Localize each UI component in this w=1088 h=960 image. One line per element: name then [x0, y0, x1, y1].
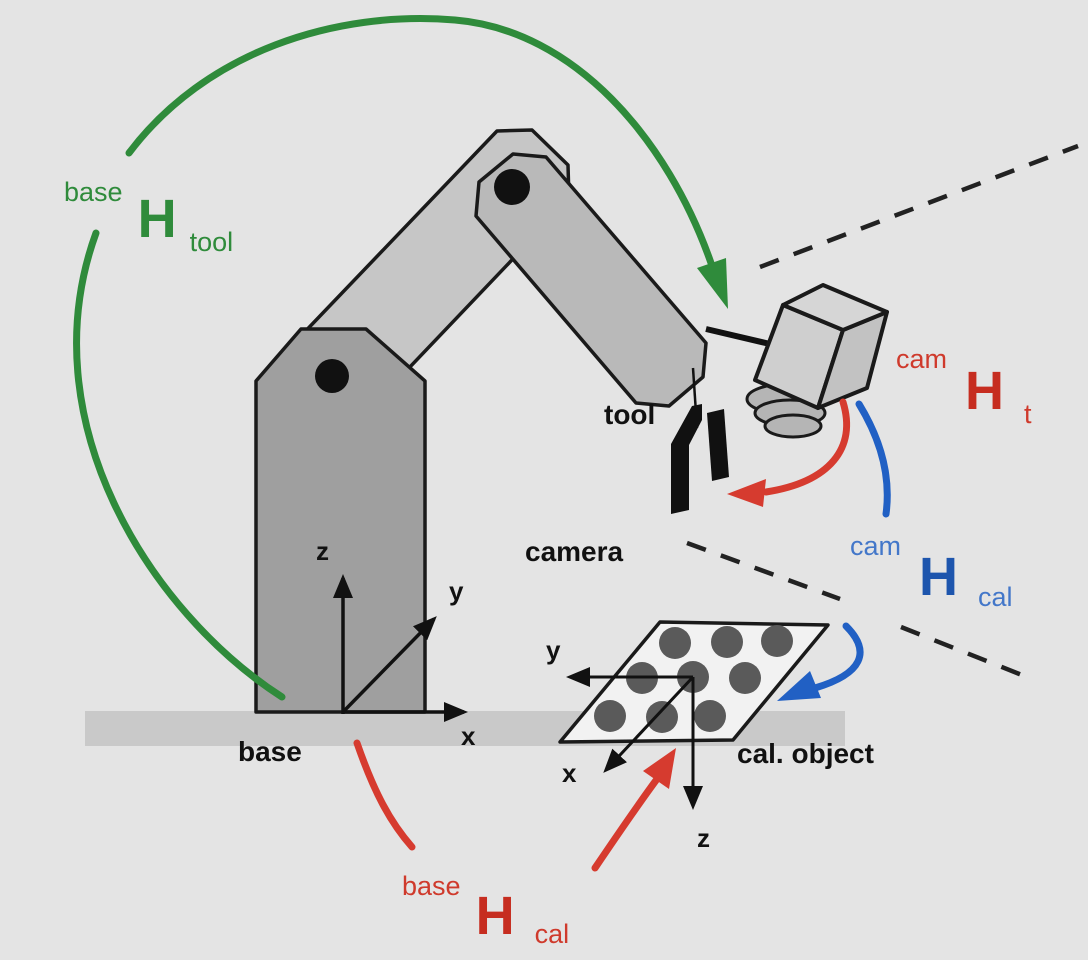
- cal-x-axis: [603, 675, 695, 773]
- calibration-plate: [558, 620, 830, 810]
- base-z-label: z: [316, 536, 329, 566]
- transform-superscript: base: [402, 871, 461, 901]
- cal-z-label: z: [697, 823, 710, 853]
- transform-label-base-H-tool: base H tool: [64, 179, 233, 256]
- calibration-dots: [594, 625, 793, 733]
- base-label: base: [238, 736, 302, 767]
- transform-superscript: cam: [850, 531, 902, 561]
- transform-subscript: tool: [189, 227, 234, 257]
- elbow-joint-dot: [494, 169, 530, 205]
- shoulder-joint-dot: [315, 359, 349, 393]
- camera-label: camera: [525, 536, 624, 567]
- camera-mount-link: [705, 326, 771, 347]
- transform-superscript: cam: [896, 344, 948, 374]
- base-coordinate-frame: [333, 574, 468, 722]
- camera-lens: [745, 382, 829, 439]
- transform-label-base-H-cal: base H cal: [402, 873, 569, 948]
- camera-fov-dashed-lines: [686, 143, 1079, 682]
- cal-coordinate-frame: [566, 667, 703, 810]
- cal-y-label: y: [546, 635, 561, 665]
- transform-H: H: [475, 886, 515, 946]
- green-arrowhead: [697, 258, 728, 309]
- camera-body: [753, 283, 889, 410]
- base-y-label: y: [449, 576, 464, 606]
- transform-subscript: cal: [978, 582, 1013, 612]
- transform-label-cam-H-t: cam H t: [896, 346, 1032, 428]
- cal-object-label: cal. object: [737, 738, 874, 769]
- cam-to-cal-leader-curve: [855, 400, 891, 518]
- base-y-axis: [341, 616, 437, 714]
- base-x-label: x: [461, 721, 476, 751]
- transform-subscript: cal: [534, 919, 570, 949]
- transform-H: H: [137, 189, 177, 249]
- robot-forearm-link: [474, 152, 708, 408]
- base-to-cal-arrow: [353, 739, 676, 872]
- transform-superscript: base: [64, 177, 123, 207]
- cal-x-label: x: [562, 758, 577, 788]
- cam-to-tool-arrow: [727, 398, 851, 507]
- tool-label: tool: [604, 399, 655, 430]
- transform-H: H: [919, 547, 959, 607]
- tool-gripper: [671, 404, 729, 514]
- base-to-tool-arc: [73, 15, 715, 701]
- transform-subscript: t: [1024, 399, 1032, 429]
- cam-to-cal-arrow: [777, 622, 864, 701]
- camera-device: [745, 283, 889, 439]
- transform-label-cam-H-cal: cam H cal: [850, 533, 1013, 611]
- transform-H: H: [965, 361, 1005, 421]
